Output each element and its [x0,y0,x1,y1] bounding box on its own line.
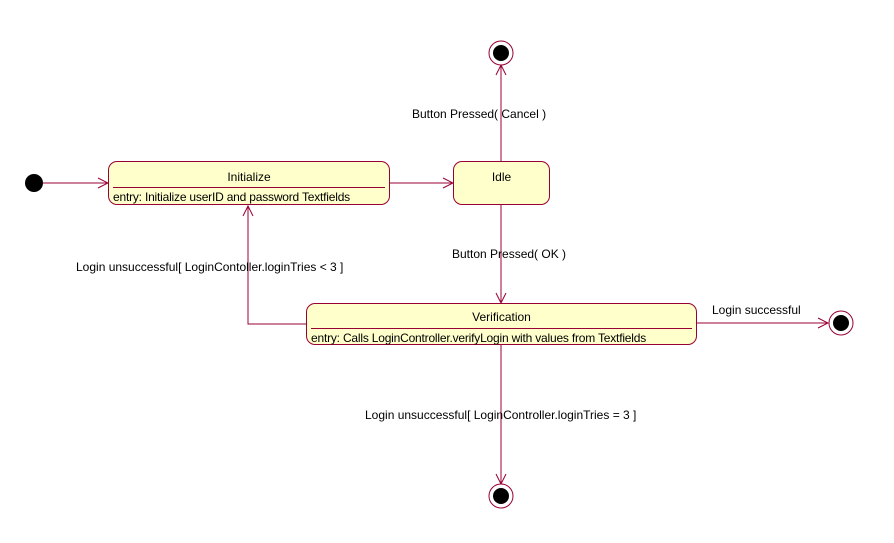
final-node-right [828,310,854,336]
initial-node [25,174,43,192]
state-initialize-separator [113,187,385,188]
transition-label-cancel: Button Pressed( Cancel ) [412,107,547,121]
state-verification-entry: entry: Calls LoginController.verifyLogin… [311,331,647,345]
state-verification: Verification entry: Calls LoginControlle… [306,303,697,345]
transition-label-fail: Login unsuccessful[ LoginController.logi… [365,408,637,422]
state-initialize: Initialize entry: Initialize userID and … [108,161,390,205]
state-initialize-entry: entry: Initialize userID and password Te… [113,190,350,204]
state-verification-separator [311,328,692,329]
final-node-bottom [488,483,514,509]
transition-label-retry: Login unsuccessful[ LoginContoller.login… [76,260,344,274]
state-verification-name: Verification [472,310,531,324]
final-node-top [488,40,514,66]
transition-label-ok: Button Pressed( OK ) [452,247,567,261]
transition-label-success: Login successful [712,303,801,317]
edge-verification-to-initialize [248,206,306,325]
state-idle: Idle [453,161,550,205]
state-initialize-name: Initialize [227,170,271,184]
state-idle-name: Idle [491,170,512,184]
